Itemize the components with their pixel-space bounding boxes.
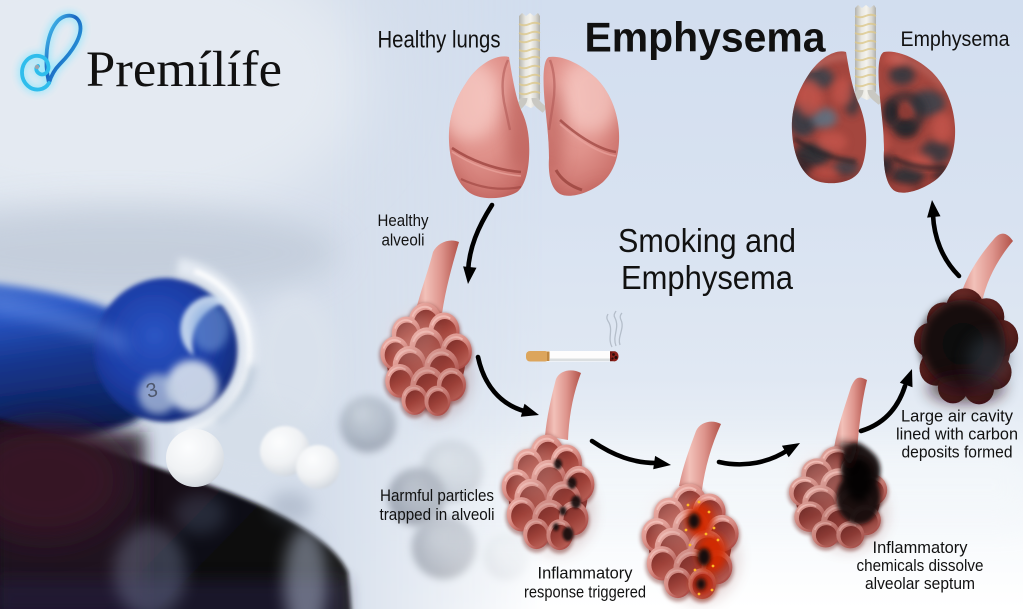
svg-text:deposits formed: deposits formed <box>902 443 1013 462</box>
svg-text:alveolar septum: alveolar septum <box>865 574 975 593</box>
svg-text:3: 3 <box>144 379 160 403</box>
svg-text:trapped in alveoli: trapped in alveoli <box>380 505 495 524</box>
svg-text:Smoking and: Smoking and <box>618 222 796 259</box>
svg-text:response triggered: response triggered <box>524 583 646 602</box>
svg-text:Emphysema: Emphysema <box>901 28 1010 51</box>
svg-text:Premílífe: Premílífe <box>86 42 282 98</box>
svg-text:Healthy lungs: Healthy lungs <box>378 27 501 54</box>
svg-text:Harmful particles: Harmful particles <box>380 486 494 505</box>
svg-text:lined with carbon: lined with carbon <box>896 425 1018 444</box>
svg-text:Inflammatory: Inflammatory <box>873 538 968 557</box>
svg-text:Emphysema: Emphysema <box>621 259 794 296</box>
svg-text:Large air cavity: Large air cavity <box>901 407 1013 426</box>
svg-text:chemicals dissolve: chemicals dissolve <box>857 556 984 575</box>
svg-text:Inflammatory: Inflammatory <box>538 564 633 583</box>
svg-text:Healthy: Healthy <box>378 211 429 230</box>
svg-text:alveoli: alveoli <box>382 230 425 249</box>
svg-text:Emphysema: Emphysema <box>585 13 827 60</box>
